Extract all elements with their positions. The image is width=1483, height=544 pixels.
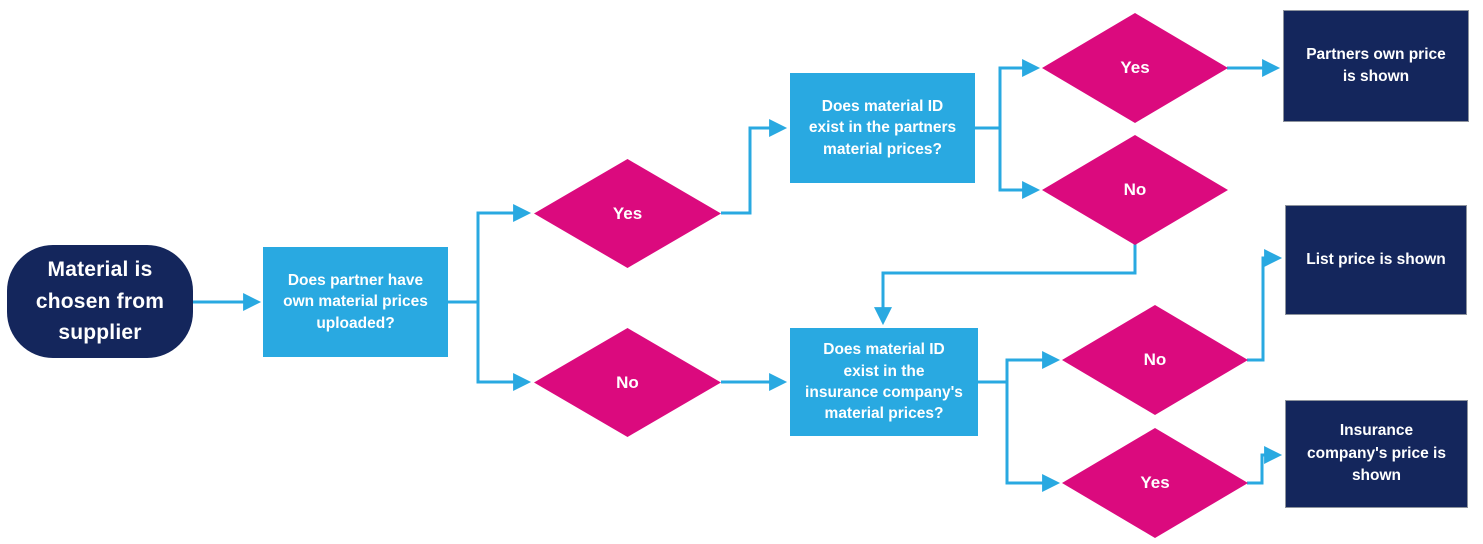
edge-yes3-to-insurance-price — [1247, 446, 1283, 485]
result-list-price-label: List price is shown — [1306, 250, 1446, 268]
result-list-price: List price is shown — [1285, 205, 1467, 315]
start-node-label: Material is chosen from supplier — [35, 258, 165, 345]
decision-partner-prices-uploaded-label: Does partner have own material prices up… — [283, 271, 428, 332]
branch-no-label: No — [1123, 180, 1147, 199]
branch-no-label: No — [1143, 350, 1167, 369]
result-partners-own-price: Partners own price is shown — [1283, 10, 1469, 122]
start-node-material-chosen: Material is chosen from supplier — [7, 245, 193, 358]
branch-yes-label: Yes — [612, 203, 643, 223]
branch-no-label: No — [616, 372, 639, 392]
edge-yes1-to-q2 — [721, 119, 788, 215]
decision-id-in-insurance-prices-label: Does material ID exist in the insurance … — [805, 341, 963, 423]
decision-partner-prices-uploaded: Does partner have own material prices up… — [263, 247, 448, 357]
branch-yes-label: Yes — [1140, 473, 1170, 492]
edge-no2-to-q3 — [874, 244, 1137, 326]
decision-id-in-partner-prices: Does material ID exist in the partners m… — [790, 73, 975, 183]
result-partners-own-price-label: Partners own price is shown — [1306, 45, 1446, 85]
result-insurance-company-price: Insurance company's price is shown — [1285, 400, 1468, 508]
branch-yes-label: Yes — [1120, 58, 1150, 77]
decision-id-in-partner-prices-label: Does material ID exist in the partners m… — [808, 97, 957, 158]
result-insurance-company-price-label: Insurance company's price is shown — [1307, 422, 1446, 485]
decision-id-in-insurance-prices: Does material ID exist in the insurance … — [790, 328, 978, 436]
edge-no3-to-list-price — [1247, 249, 1283, 362]
